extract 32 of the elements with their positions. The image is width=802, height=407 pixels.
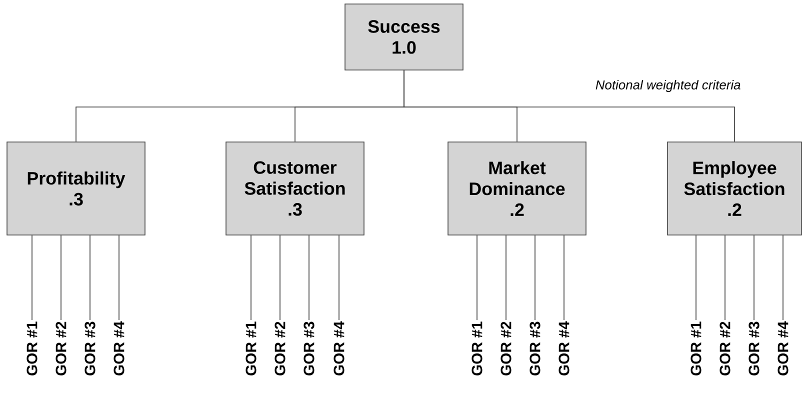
- connector-line: [534, 235, 536, 320]
- objective-label: GOR #2: [500, 322, 512, 376]
- objective-label: GOR #2: [56, 322, 66, 376]
- objective-label: GOR #1: [246, 322, 256, 376]
- objective-label: GOR #2: [274, 322, 286, 376]
- objective-label: GOR #1: [690, 322, 702, 376]
- objective-label: GOR #3: [530, 322, 540, 376]
- connector-line: [404, 70, 735, 142]
- connector-line: [118, 235, 120, 320]
- objective-label: GOR #4: [558, 321, 570, 376]
- criterion-box: Market Dominance .2: [448, 142, 586, 236]
- objective-label: GOR #1: [472, 322, 482, 376]
- connector-line: [250, 235, 252, 320]
- connector-line: [338, 235, 340, 320]
- connector-line: [782, 235, 784, 320]
- connector-line: [60, 235, 62, 320]
- objective-label: GOR #1: [26, 322, 38, 376]
- objective-label: GOR #4: [778, 321, 788, 376]
- connector-line: [724, 235, 726, 320]
- objective-label: GOR #3: [304, 322, 314, 376]
- note-text: Notional weighted criteria: [596, 80, 740, 92]
- criterion-box: Profitability .3: [6, 142, 146, 236]
- criterion-box: Success 1.0: [344, 4, 464, 70]
- connector-line: [476, 235, 478, 320]
- connector-line: [308, 235, 310, 320]
- objective-label: GOR #3: [748, 322, 760, 376]
- criterion-box: Employee Satisfaction .2: [667, 142, 802, 236]
- objective-label: GOR #2: [720, 322, 730, 376]
- objective-label: GOR #4: [114, 321, 124, 376]
- objective-label: GOR #3: [84, 322, 96, 376]
- objective-label: GOR #4: [334, 321, 344, 376]
- criterion-box: Customer Satisfaction .3: [226, 142, 364, 236]
